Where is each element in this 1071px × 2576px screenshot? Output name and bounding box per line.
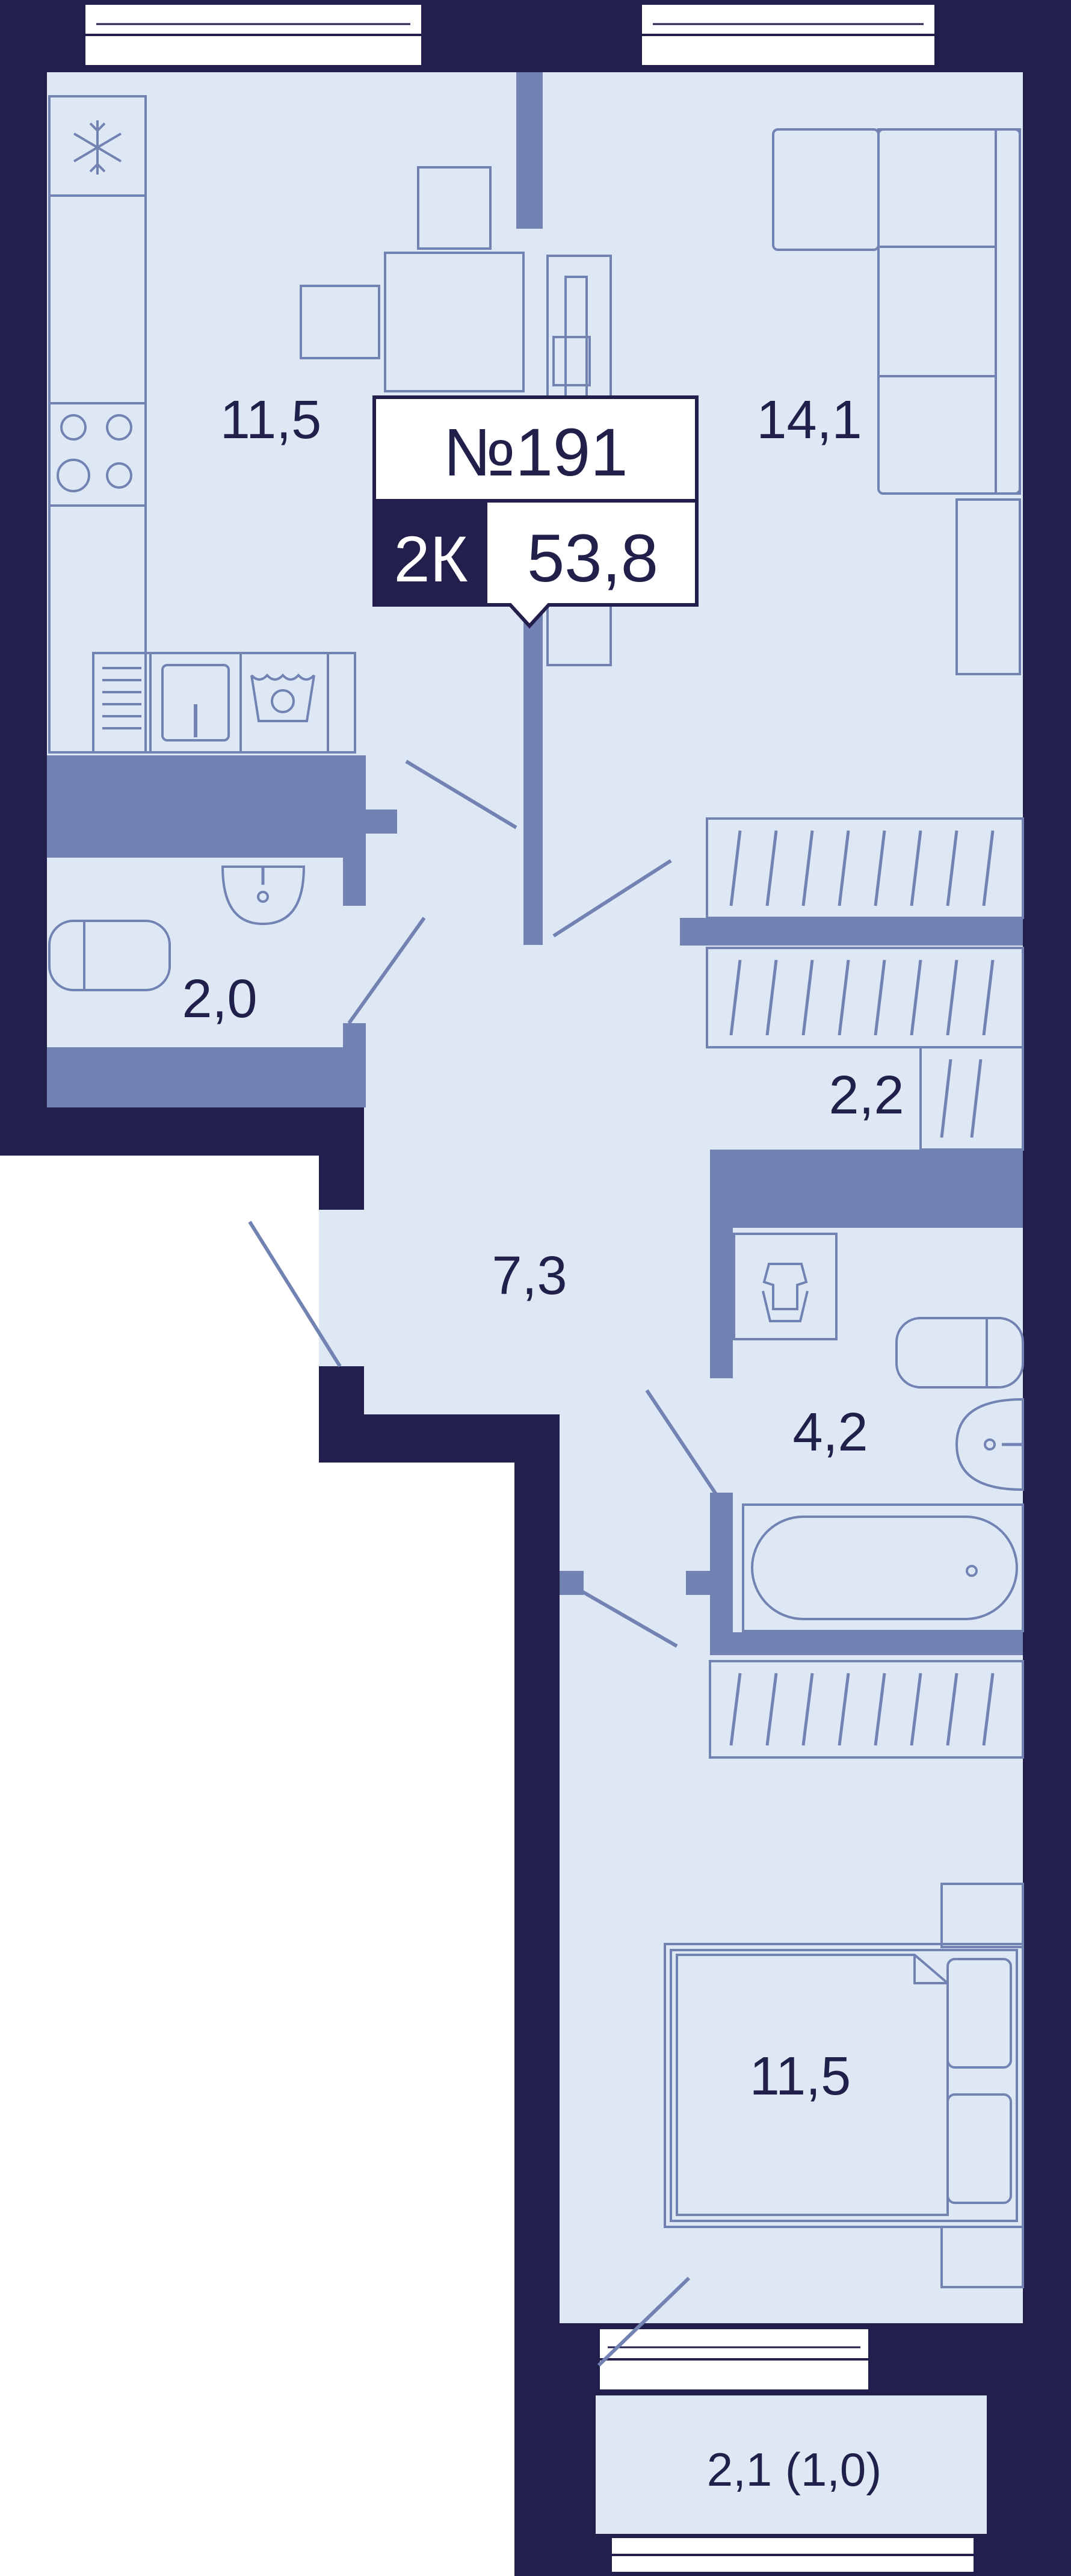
- room-area-wardrobe: 2,2: [829, 1065, 904, 1125]
- blanket-fold: [913, 1955, 948, 1984]
- wc-furniture: [48, 865, 306, 991]
- bathtub-drain: [966, 1565, 978, 1577]
- room-area-wc: 2,0: [182, 969, 257, 1029]
- windows: [83, 2, 976, 2574]
- washing-machine-icon: [250, 673, 315, 722]
- wall-wc-door-stub: [361, 810, 397, 834]
- hangers: [729, 830, 995, 1746]
- room-area-bedroom: 11,5: [750, 2046, 851, 2107]
- bath-sink-drain: [984, 1438, 996, 1451]
- interior-walls: [47, 72, 1023, 1655]
- door-living: [552, 859, 672, 938]
- total-area: 53,8: [527, 521, 658, 596]
- snowflake-icon: [73, 120, 122, 175]
- room-labels: 11,5 14,1 2,0 2,2 7,3 4,2 11,5 2,1 (1,0): [182, 390, 904, 2496]
- wall-living-wardrobe: [680, 918, 1023, 946]
- bath-toilet: [895, 1317, 1024, 1389]
- dining-table: [384, 252, 525, 392]
- apartment-number: №191: [443, 415, 628, 490]
- rail-small: [919, 1046, 1024, 1151]
- bed-inner: [670, 1949, 1018, 2222]
- wc-sink: [221, 865, 306, 926]
- kitchen-furniture: [48, 95, 525, 754]
- room-type: 2К: [394, 522, 468, 595]
- tv: [552, 336, 591, 386]
- laundry-basin-icon: [762, 1263, 809, 1322]
- wall-right: [1023, 0, 1071, 2576]
- rail-upper: [706, 817, 1024, 919]
- apartment-badge: №191 2К 53,8: [372, 395, 699, 629]
- chair-top: [417, 166, 492, 250]
- door-entry: [248, 1221, 342, 1367]
- wardrobe: [706, 817, 1024, 1759]
- door-bathroom: [645, 1389, 721, 1500]
- floor-areas: [47, 72, 1023, 2534]
- sofa-back: [995, 128, 1021, 495]
- door-bedroom: [576, 1587, 678, 1648]
- rail-lower: [706, 947, 1024, 1048]
- door-balcony: [597, 2276, 691, 2367]
- wall-kitchen-wc: [47, 755, 366, 858]
- door-kitchen: [405, 760, 517, 829]
- balcony-floor: [596, 2395, 987, 2534]
- doors: [248, 760, 721, 2367]
- bath-sink: [955, 1398, 1024, 1491]
- wc-toilet: [48, 920, 171, 991]
- side-table: [955, 498, 1021, 675]
- wall-left-notch: [319, 1107, 364, 1210]
- wall-bath-bottom: [710, 1632, 1023, 1655]
- sofa-chaise: [772, 128, 880, 251]
- blanket: [676, 1954, 949, 2216]
- wall-bath-stub: [686, 1571, 722, 1595]
- wall-wardrobe-bath: [710, 1150, 1023, 1228]
- wall-kitchen-living: [516, 72, 543, 229]
- washing-machine: [239, 652, 356, 754]
- door-wc: [347, 917, 426, 1024]
- room-area-living: 14,1: [756, 390, 862, 450]
- room-area-bathroom: 4,2: [792, 1402, 868, 1463]
- stove: [48, 402, 147, 507]
- wc-sink-drain: [257, 891, 269, 903]
- wall-left-upper: [0, 0, 47, 1150]
- stove-burners: [57, 414, 132, 492]
- sink: [161, 664, 230, 742]
- window-kitchen: [83, 2, 424, 67]
- wall-kitchen-living-lower: [523, 602, 543, 945]
- wall-bath-left-upper: [710, 1150, 733, 1378]
- wall-wc-right: [343, 1023, 366, 1107]
- room-area-hall: 7,3: [492, 1246, 567, 1306]
- window-balcony: [610, 2536, 976, 2574]
- wall-left-ledge: [0, 1107, 364, 1156]
- chair-left: [300, 285, 380, 359]
- rail-corridor: [709, 1660, 1024, 1759]
- bathtub: [742, 1503, 1024, 1632]
- bedroom-furniture: [664, 1883, 1024, 2288]
- room-area-kitchen: 11,5: [220, 390, 322, 450]
- wall-wc-bottom: [47, 1047, 366, 1107]
- window-bedroom: [597, 2327, 871, 2392]
- badge-type-box: [374, 501, 487, 605]
- room-area-balcony: 2,1 (1,0): [707, 2443, 881, 2496]
- laundry-basin-box: [733, 1233, 838, 1340]
- fridge: [48, 95, 147, 197]
- bathroom-furniture: [733, 1233, 1024, 1632]
- bathtub-inner: [751, 1516, 1018, 1620]
- nightstand-top: [940, 1883, 1024, 1948]
- window-living: [640, 2, 937, 67]
- bed-frame: [664, 1943, 1024, 2228]
- dishwasher-lines: [102, 667, 141, 729]
